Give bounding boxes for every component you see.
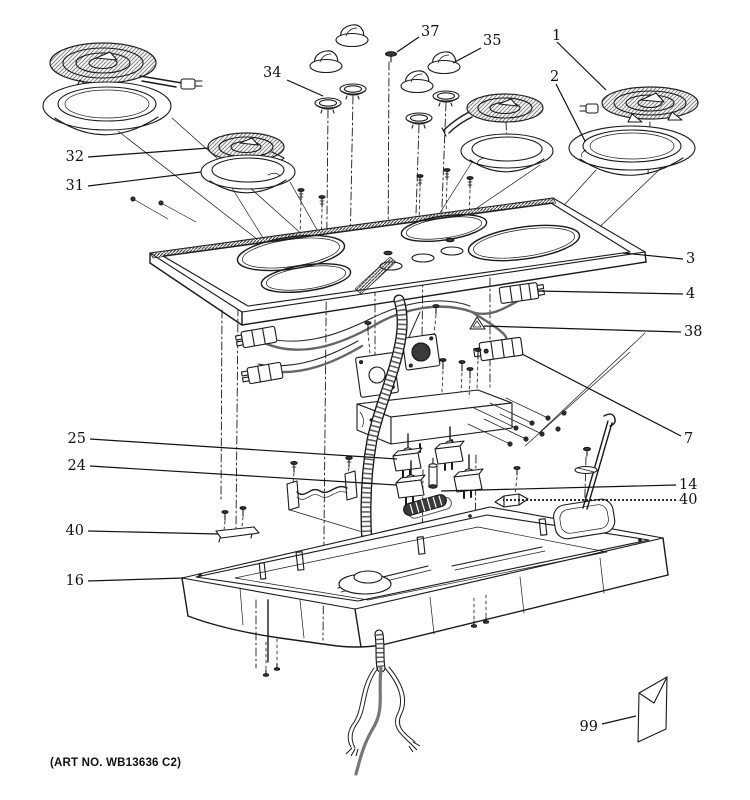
callout-31-label: 31 bbox=[66, 178, 84, 194]
ground-clip bbox=[469, 316, 486, 330]
bracket-screws bbox=[439, 348, 482, 399]
callout-3-label: 3 bbox=[686, 251, 695, 267]
infinite-switch-2 bbox=[434, 426, 465, 471]
maintop-screws bbox=[130, 168, 474, 247]
control-knobs bbox=[309, 24, 461, 94]
harness-plug-left-upper bbox=[234, 325, 278, 349]
wire-cover-bracket bbox=[286, 456, 358, 511]
drip-bowl-small-middle bbox=[460, 133, 554, 173]
receptacle-switch bbox=[473, 336, 524, 362]
callout-40-right-label: 40 bbox=[679, 492, 697, 508]
mounting-bracket-right bbox=[494, 466, 529, 508]
callout-38-label: 38 bbox=[684, 324, 702, 340]
callout-16-label: 16 bbox=[66, 573, 84, 589]
maintop-panel bbox=[149, 197, 647, 326]
callout-4-label: 4 bbox=[686, 286, 695, 302]
screw-37 bbox=[385, 51, 397, 63]
limiter-14 bbox=[428, 457, 438, 489]
knob-skirts bbox=[314, 83, 460, 129]
callout-35-label: 35 bbox=[483, 33, 501, 49]
support-rod bbox=[574, 413, 616, 510]
surface-element-small-middle bbox=[441, 93, 544, 137]
callout-25-label: 25 bbox=[68, 431, 86, 447]
mounting-screw-fan bbox=[467, 332, 646, 447]
burner-box bbox=[181, 498, 669, 677]
callout-labels: 1 2 3 4 7 14 16 24 25 31 32 34 35 37 38 … bbox=[66, 24, 703, 735]
cord-grommet bbox=[338, 570, 392, 595]
literature-envelope bbox=[637, 676, 668, 743]
callout-2-label: 2 bbox=[550, 69, 559, 85]
infinite-switches bbox=[392, 426, 484, 505]
drip-bowl-small-left bbox=[200, 154, 296, 194]
callout-32-label: 32 bbox=[66, 149, 84, 165]
harness-plug-right bbox=[498, 282, 546, 304]
callout-99-label: 99 bbox=[580, 719, 598, 735]
terminal-shield bbox=[403, 494, 452, 519]
surface-element-large-right bbox=[579, 86, 699, 123]
infinite-switch-3 bbox=[395, 460, 426, 505]
surface-element-large-left bbox=[49, 42, 203, 90]
drip-bowl-large-left bbox=[42, 81, 172, 136]
infinite-switch-4 bbox=[453, 454, 484, 499]
callout-40-left-label: 40 bbox=[66, 523, 84, 539]
callout-34-label: 34 bbox=[263, 65, 281, 81]
infinite-switch-1 bbox=[392, 433, 423, 478]
callout-14-label: 14 bbox=[679, 477, 697, 493]
callout-leaders bbox=[87, 36, 684, 725]
mounting-bracket-left bbox=[215, 506, 260, 543]
callout-24-label: 24 bbox=[68, 458, 86, 474]
callout-1-label: 1 bbox=[552, 28, 561, 44]
art-number-note: (ART NO. WB13636 C2) bbox=[50, 757, 181, 769]
callout-37-label: 37 bbox=[421, 24, 439, 40]
flexible-conduit bbox=[360, 294, 408, 578]
harness-plug-left-lower bbox=[240, 361, 284, 385]
power-cord bbox=[345, 629, 421, 776]
callout-7-label: 7 bbox=[684, 431, 693, 447]
drip-bowl-large-right bbox=[568, 125, 696, 176]
